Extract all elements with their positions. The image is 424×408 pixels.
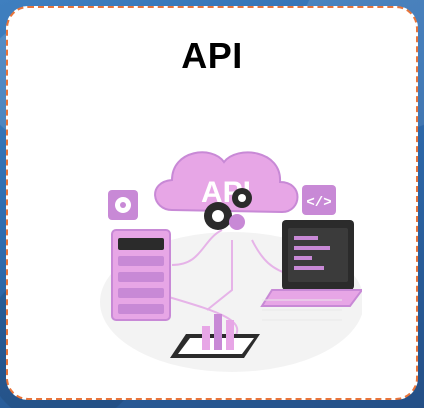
settings-badge-icon [108,190,138,220]
code-badge-label: </> [306,195,331,211]
server-rack-icon [111,229,171,321]
connection-lines [161,229,293,341]
floor-grid [262,299,342,321]
code-badge-icon: </> [302,185,336,215]
api-card[interactable]: API API [6,6,418,400]
cloud-icon: API [154,151,299,214]
card-title: API [181,35,243,76]
tablet-chart-icon [170,314,260,358]
laptop-icon [260,220,362,307]
gear-icon [204,188,252,230]
api-illustration: API [100,151,362,372]
